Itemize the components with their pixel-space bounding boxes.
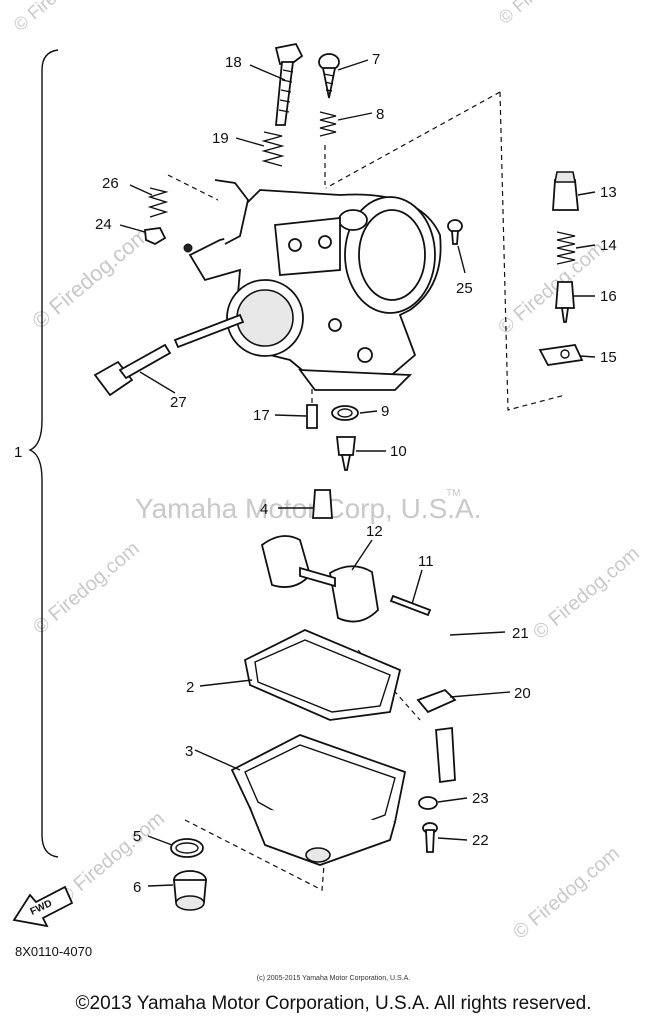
part-19-spring (261, 131, 285, 167)
callout-19: 19 (212, 130, 229, 147)
callout-25: 25 (456, 280, 473, 297)
fwd-arrow: FWD (12, 885, 74, 928)
watermark-firedog: © Firedog.com (10, 0, 113, 35)
callout-12: 12 (366, 523, 383, 540)
part-27-choke (93, 313, 245, 397)
part-10-needle-valve (335, 436, 357, 471)
callout-20: 20 (514, 685, 531, 702)
part-16-plunger (555, 281, 575, 323)
callout-18: 18 (225, 54, 242, 71)
part-26-spring (147, 187, 169, 218)
callout-21: 21 (512, 625, 529, 642)
part-6-plug (173, 870, 207, 911)
watermark-firedog: © Firedog.com (54, 807, 169, 908)
part-3-float-bowl (230, 734, 407, 866)
leader-lines (119, 59, 596, 887)
callout-23: 23 (472, 790, 489, 807)
part-24-nut (144, 227, 167, 246)
callout-7: 7 (372, 51, 380, 68)
callout-26: 26 (102, 175, 119, 192)
callout-22: 22 (472, 832, 489, 849)
watermark-tm: TM (446, 488, 460, 499)
callout-13: 13 (600, 184, 617, 201)
part-14-spring (556, 231, 576, 265)
part-18-screw (274, 42, 304, 126)
part-25-screw (447, 219, 463, 245)
footer-copyright: ©2013 Yamaha Motor Corporation, U.S.A. A… (75, 993, 592, 1014)
callout-24: 24 (95, 216, 112, 233)
part-22-bolt (422, 822, 438, 853)
part-12-float (260, 535, 379, 623)
watermark-firedog: © Firedog.com (27, 222, 154, 334)
part-15-plate (538, 344, 584, 366)
callout-4: 4 (260, 501, 268, 518)
callouts: 1 2 3 4 5 6 7 8 9 10 11 12 13 14 15 16 1… (14, 51, 617, 896)
watermark-firedog: © Firedog.com (529, 542, 644, 643)
part-17-jet (306, 404, 318, 429)
assembly-bracket (28, 49, 59, 858)
callout-8: 8 (376, 106, 384, 123)
small-copyright: (c) 2005-2015 Yamaha Motor Corporation, … (256, 975, 411, 982)
callout-1: 1 (14, 444, 22, 461)
callout-16: 16 (600, 288, 617, 305)
part-7-screw (318, 53, 340, 99)
watermark-firedog: © Firedog.com (29, 537, 144, 638)
part-4-jet (312, 489, 333, 519)
callout-9: 9 (381, 403, 389, 420)
callout-5: 5 (133, 828, 141, 845)
callout-10: 10 (390, 443, 407, 460)
part-8-spring (319, 111, 337, 137)
callout-2: 2 (186, 679, 194, 696)
part-11-pin (389, 594, 432, 617)
part-20-bracket (416, 688, 457, 784)
callout-3: 3 (185, 743, 193, 760)
drawing-code: 8X0110-4070 (15, 944, 92, 959)
part-2-gasket (243, 629, 402, 721)
callout-27: 27 (170, 394, 187, 411)
callout-6: 6 (133, 879, 141, 896)
watermark-firedog: © Firedog.com (509, 842, 624, 943)
carburetor-body (183, 179, 442, 391)
part-23-washer (418, 796, 438, 810)
part-5-oring (170, 838, 204, 858)
watermark-firedog: © Firedog.com (494, 237, 609, 338)
part-9-washer (331, 405, 359, 421)
part-21-hose (439, 544, 529, 681)
watermark-firedog: © Firedog.com (495, 0, 598, 28)
callout-17: 17 (253, 407, 270, 424)
callout-11: 11 (418, 553, 434, 570)
callout-15: 15 (600, 349, 617, 366)
part-13-cap (552, 171, 579, 211)
callout-14: 14 (600, 237, 617, 254)
